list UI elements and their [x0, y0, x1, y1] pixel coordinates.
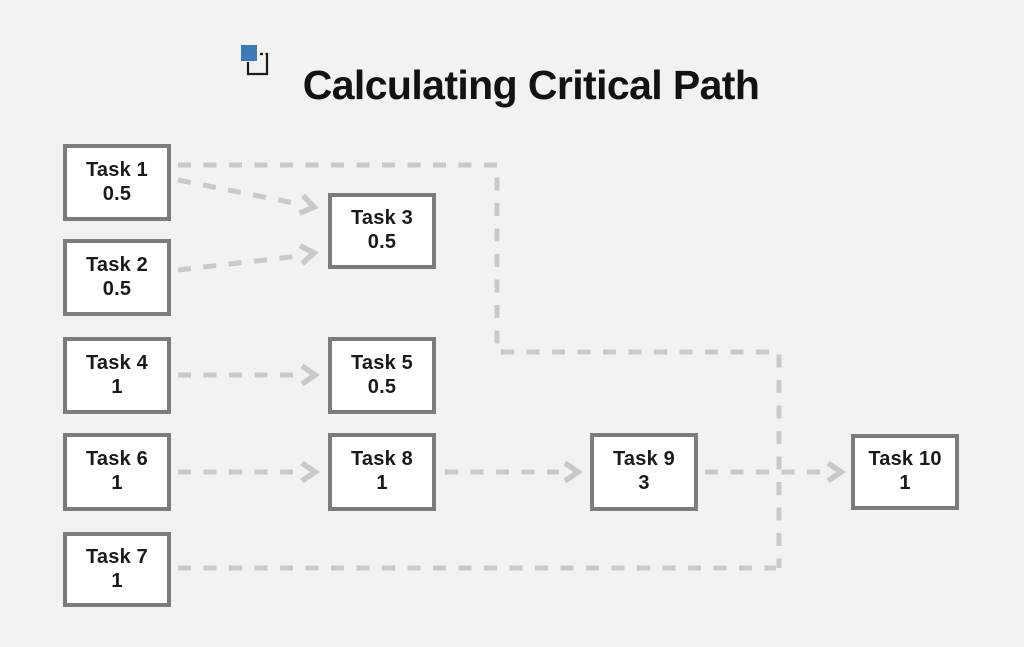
arrowhead-icon [300, 363, 320, 387]
task-name: Task 8 [351, 448, 413, 471]
task-duration: 1 [111, 569, 123, 592]
task-duration: 1 [376, 472, 388, 494]
task-name: Task 10 [868, 448, 942, 471]
arrowhead-icon [563, 460, 583, 484]
task-node-9: Task 9 3 [590, 433, 698, 511]
task-node-4: Task 4 1 [63, 337, 171, 414]
task-duration: 0.5 [367, 375, 397, 398]
task-name: Task 5 [351, 351, 413, 374]
arrowhead-icon [826, 460, 846, 484]
task-duration: 1 [111, 472, 123, 494]
edge-task1-task10 [178, 162, 782, 568]
task-duration: 3 [638, 472, 650, 494]
arrowhead-icon [298, 243, 319, 266]
task-name: Task 7 [86, 545, 148, 568]
task-name: Task 4 [86, 351, 148, 374]
edge-task1-task3 [177, 177, 300, 207]
arrowhead-icon [298, 193, 319, 216]
task-name: Task 2 [86, 253, 148, 276]
task-duration: 1 [899, 472, 911, 494]
task-node-10: Task 10 1 [851, 434, 959, 510]
task-node-1: Task 1 0.5 [63, 144, 171, 221]
task-duration: 0.5 [102, 182, 132, 205]
task-node-6: Task 6 1 [63, 433, 171, 511]
task-node-2: Task 2 0.5 [63, 239, 171, 316]
task-node-7: Task 7 1 [63, 532, 171, 607]
task-node-8: Task 8 1 [328, 433, 436, 511]
task-node-3: Task 3 0.5 [328, 193, 436, 269]
arrowhead-icon [300, 460, 320, 484]
task-duration: 1 [111, 375, 123, 398]
task-name: Task 3 [351, 207, 413, 230]
duplicate-square-icon [241, 45, 269, 76]
task-name: Task 6 [86, 448, 148, 471]
task-duration: 0.5 [102, 277, 132, 300]
edge-task2-task3 [177, 253, 300, 273]
task-node-5: Task 5 0.5 [328, 337, 436, 414]
task-name: Task 9 [613, 448, 675, 471]
page-title: Calculating Critical Path [302, 62, 760, 108]
task-duration: 0.5 [367, 231, 397, 253]
task-name: Task 1 [86, 158, 148, 181]
